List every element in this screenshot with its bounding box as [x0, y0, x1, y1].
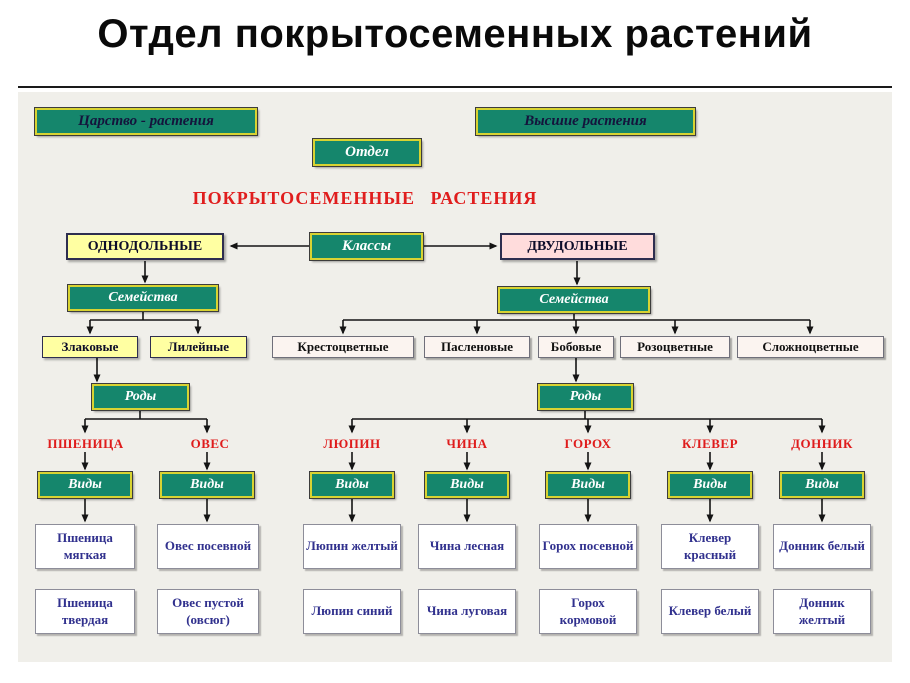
species-box-lyupin-siniy: Люпин синий: [303, 589, 401, 634]
species-label-box-4: Виды: [424, 471, 510, 499]
species-box-donnik-belyy: Донник белый: [773, 524, 871, 569]
species-box-gorokh-posevnoy: Горох посевной: [539, 524, 637, 569]
genus-label-lyupin: ЛЮПИН: [323, 436, 381, 451]
species-label-box-5: Виды: [545, 471, 631, 499]
genera-box-dicots: Роды: [537, 383, 634, 411]
division-name: ПОКРЫТОСЕМЕННЫЕ РАСТЕНИЯ: [192, 188, 538, 208]
species-box-gorokh-kormovoy: Горох кормовой: [539, 589, 637, 634]
species-box-pshenitsa-myagkaya: Пшеница мягкая: [35, 524, 135, 569]
species-box-china-lesnaya: Чина лесная: [418, 524, 516, 569]
genus-label-oves: ОВЕС: [190, 436, 230, 451]
family-box-paslenovye: Пасленовые: [424, 336, 530, 358]
families-box-monocots: Семейства: [67, 284, 219, 312]
higher-plants-box: Высшие растения: [475, 107, 696, 136]
family-box-rozotsvetnye: Розоцветные: [620, 336, 730, 358]
class-box-monocots: ОДНОДОЛЬНЫЕ: [66, 233, 224, 260]
species-label-box-2: Виды: [159, 471, 255, 499]
division-box: Отдел: [312, 138, 422, 167]
class-box-dicots: ДВУДОЛЬНЫЕ: [500, 233, 655, 260]
species-label-box-1: Виды: [37, 471, 133, 499]
family-box-lileynye: Лилейные: [150, 336, 247, 358]
page-title: Отдел покрытосеменных растений: [97, 12, 813, 56]
family-box-krestotsvetnye: Крестоцветные: [272, 336, 414, 358]
families-box-dicots: Семейства: [497, 286, 651, 314]
species-box-oves-posevnoy: Овес посевной: [157, 524, 259, 569]
species-box-china-lugovaya: Чина луговая: [418, 589, 516, 634]
genus-label-gorokh: ГОРОХ: [564, 436, 612, 451]
family-box-bobovye: Бобовые: [538, 336, 614, 358]
genera-box-monocots: Роды: [91, 383, 190, 411]
species-label-box-6: Виды: [667, 471, 753, 499]
title-divider: [18, 86, 892, 88]
genus-label-donnik: ДОННИК: [791, 436, 853, 451]
diagram-background: [18, 92, 892, 662]
species-box-klever-belyy: Клевер белый: [661, 589, 759, 634]
species-label-box-3: Виды: [309, 471, 395, 499]
species-box-pshenitsa-tverdaya: Пшеница твердая: [35, 589, 135, 634]
family-box-zlakovye: Злаковые: [42, 336, 138, 358]
genus-label-china: ЧИНА: [446, 436, 488, 451]
classes-box: Классы: [309, 232, 424, 261]
genus-label-klever: КЛЕВЕР: [681, 436, 739, 451]
species-box-lyupin-zheltyy: Люпин желтый: [303, 524, 401, 569]
family-box-slozhnotsvetnye: Сложноцветные: [737, 336, 884, 358]
species-box-klever-krasnyy: Клевер красный: [661, 524, 759, 569]
species-label-box-7: Виды: [779, 471, 865, 499]
species-box-oves-pustoy: Овес пустой (овсюг): [157, 589, 259, 634]
genus-label-pshenitsa: ПШЕНИЦА: [47, 436, 124, 451]
kingdom-box: Царство - растения: [34, 107, 258, 136]
species-box-donnik-zheltyy: Донник желтый: [773, 589, 871, 634]
